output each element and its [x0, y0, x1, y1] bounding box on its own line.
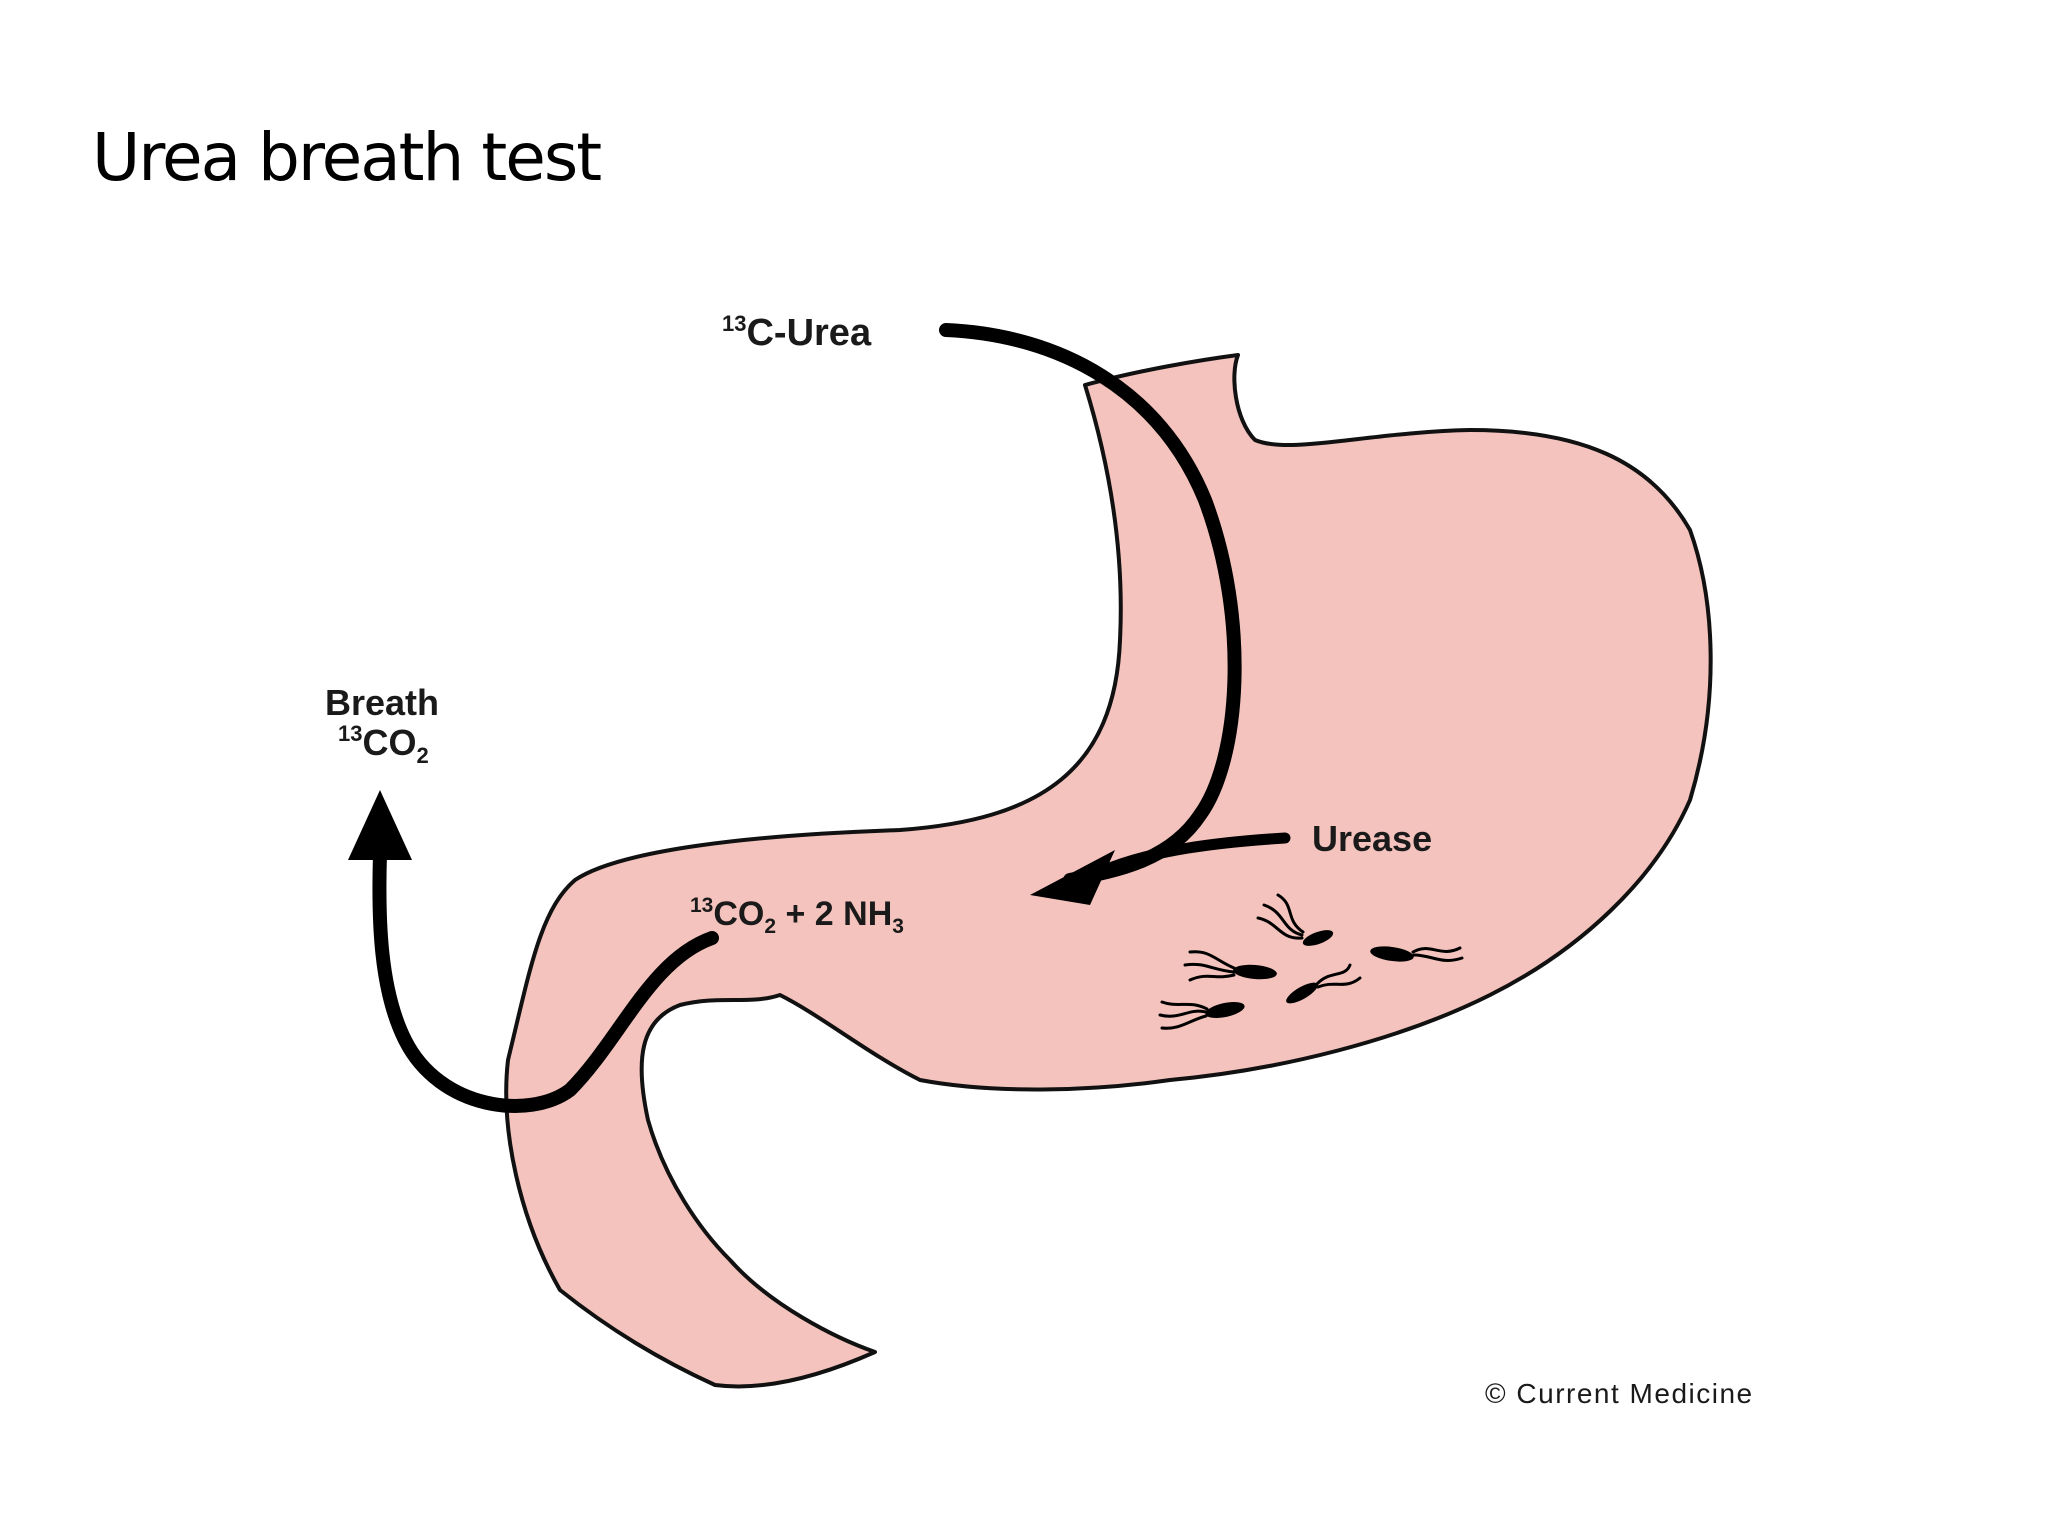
breath-label: Breath	[325, 682, 439, 723]
urease-arrow-path	[1094, 832, 1291, 878]
urease-label: Urease	[1312, 818, 1432, 859]
breath-arrowhead	[348, 790, 412, 860]
bacteria-icon	[1158, 893, 1464, 1030]
breath-arrow-path	[372, 848, 719, 1113]
breath-co2-label: 13CO2	[338, 721, 429, 768]
copyright-label: © Current Medicine	[1485, 1378, 1754, 1409]
slide-title: Urea breath test	[92, 119, 602, 196]
reaction-label: 13CO2 + 2 NH3	[690, 894, 904, 938]
urea-arrowhead	[1030, 850, 1115, 905]
urea-label: 13C-Urea	[722, 311, 872, 354]
